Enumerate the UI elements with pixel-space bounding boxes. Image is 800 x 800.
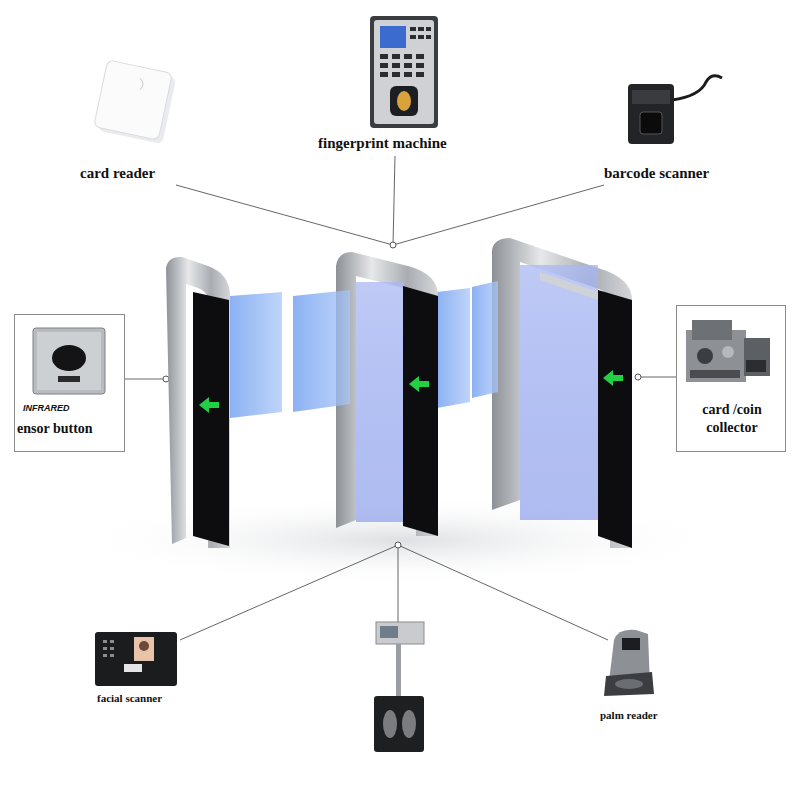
leader-dots: [163, 242, 641, 548]
palm-reader-device: [604, 630, 654, 696]
flap-wing: [437, 288, 470, 408]
turnstile-right: [492, 238, 632, 548]
callout-text: ensor button: [17, 420, 93, 438]
fingerprint-device: [370, 16, 438, 128]
device-label: facial scanner: [97, 692, 162, 704]
foot-stand-device: [374, 622, 424, 752]
device-label: palm reader: [600, 709, 658, 721]
coin-collector-device: [686, 320, 770, 382]
flap-wing: [472, 281, 498, 398]
device-label: fingerprint machine: [318, 135, 447, 152]
leader-lines: [125, 156, 676, 640]
device-label: card reader: [80, 165, 155, 182]
turnstile-left: [166, 257, 230, 548]
callout-text: card /coin collector: [683, 401, 781, 436]
barcode-scanner-device: [628, 76, 722, 144]
flap-wing: [293, 290, 350, 412]
callout-box: INFRARED ensor button: [14, 314, 125, 452]
callout-box: card /coin collector: [676, 305, 786, 452]
flap-wing: [230, 292, 282, 418]
exit-button-device: [33, 328, 105, 394]
card-reader-device: [94, 60, 177, 144]
facial-scanner-device: [95, 632, 177, 686]
callout-text: INFRARED: [23, 403, 70, 414]
turnstile-middle: [336, 252, 438, 536]
device-label: barcode scanner: [604, 165, 709, 182]
